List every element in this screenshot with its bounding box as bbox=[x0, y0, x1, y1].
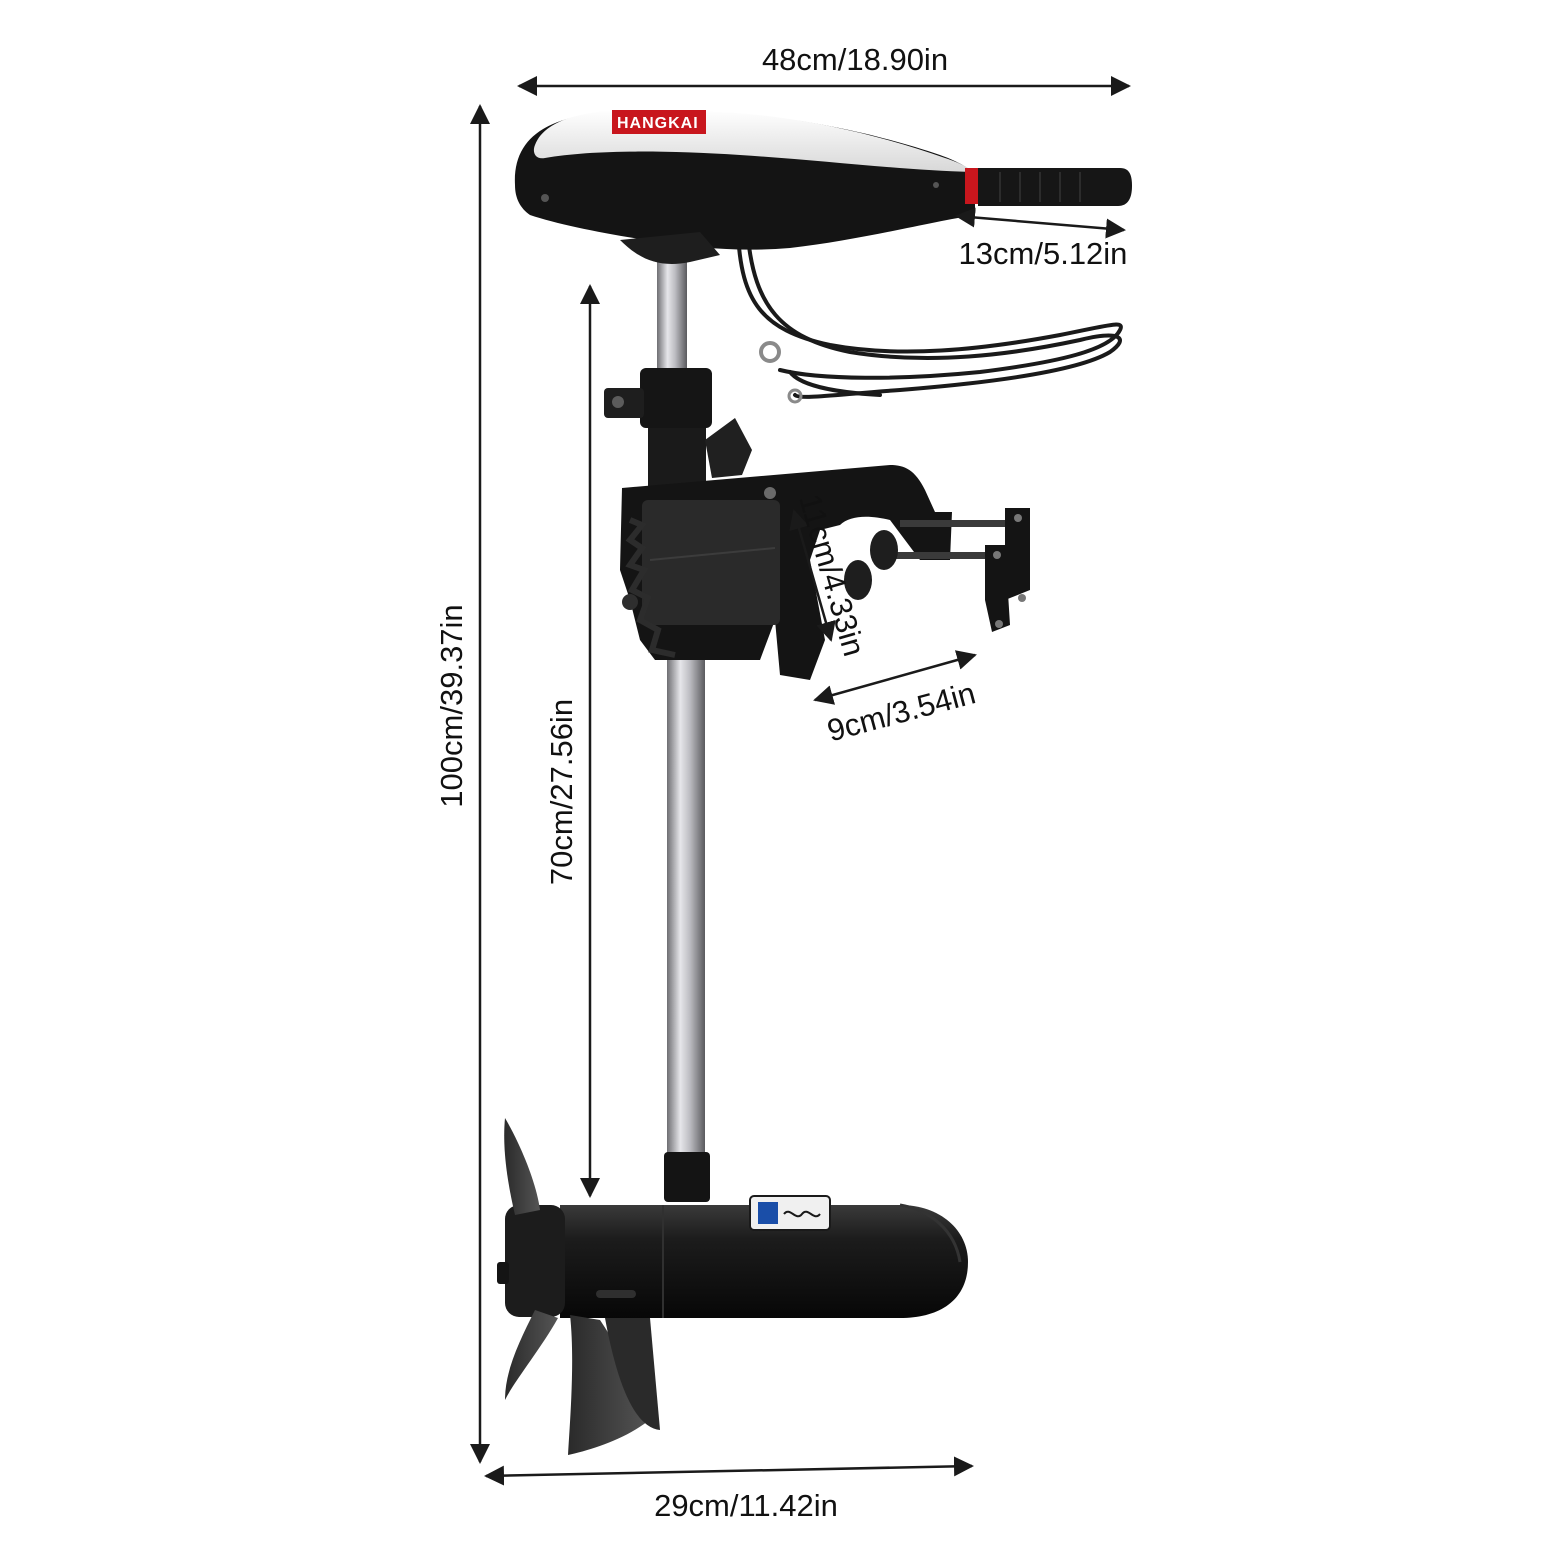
motor-pod bbox=[560, 1203, 968, 1318]
brand-logo-text: HANGKAI bbox=[617, 115, 699, 132]
handle-length-label: 13cm/5.12in bbox=[959, 236, 1128, 271]
shaft-upper bbox=[657, 255, 687, 375]
motor-head bbox=[514, 109, 975, 264]
propeller-width-label: 29cm/11.42in bbox=[654, 1488, 838, 1523]
propeller[interactable] bbox=[497, 1118, 652, 1455]
depth-collar[interactable] bbox=[604, 368, 752, 488]
pod-badge bbox=[749, 1195, 831, 1231]
shaft-pod-collar bbox=[664, 1152, 710, 1202]
head-width-label: 48cm/18.90in bbox=[762, 42, 948, 77]
shaft-lower bbox=[667, 640, 705, 1160]
battery-terminal-ring bbox=[759, 341, 781, 363]
handle-length-arrow bbox=[955, 207, 1126, 239]
propeller-width-arrow bbox=[484, 1456, 974, 1486]
clamp-screws[interactable] bbox=[844, 508, 1030, 632]
tiller-handle[interactable] bbox=[965, 168, 1132, 206]
trolling-motor-illustration: HANGKAI bbox=[497, 109, 1132, 1455]
power-cable bbox=[736, 233, 1123, 399]
clamp-depth-label: 9cm/3.54in bbox=[824, 675, 980, 748]
battery-terminal-ring bbox=[787, 388, 803, 404]
shaft-length-label: 70cm/27.56in bbox=[544, 699, 579, 885]
dimension-lines bbox=[470, 76, 1131, 1486]
clamp-opening-arrow bbox=[789, 509, 836, 642]
transom-clamp-bracket bbox=[620, 465, 952, 680]
brand-logo: HANGKAI bbox=[612, 110, 706, 134]
clamp-depth-arrow bbox=[813, 650, 977, 705]
skeg-fin bbox=[605, 1318, 660, 1430]
total-height-label: 100cm/39.37in bbox=[434, 604, 469, 807]
